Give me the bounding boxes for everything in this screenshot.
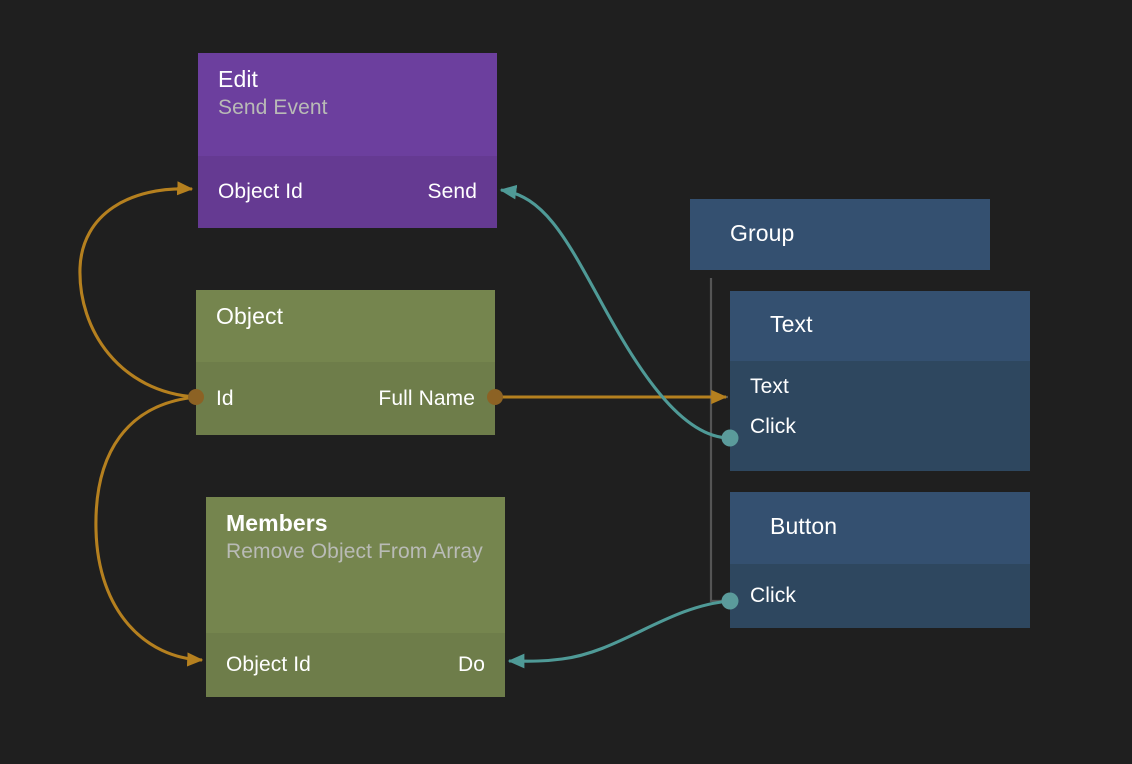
- node-group-title: Group: [730, 219, 795, 246]
- node-text-body: Text Click: [730, 361, 1030, 471]
- port-object-id-label[interactable]: Id: [216, 386, 234, 410]
- port-text-click-label[interactable]: Click: [750, 415, 796, 438]
- node-button-header[interactable]: Button: [730, 492, 1030, 564]
- node-edit-subtitle: Send Event: [218, 95, 328, 119]
- node-text-port-row-click[interactable]: Click: [730, 407, 1030, 447]
- node-text[interactable]: Text Text Click: [730, 291, 1030, 471]
- node-button-port-row-click[interactable]: Click: [730, 564, 1030, 628]
- node-object-header[interactable]: Object: [196, 290, 495, 362]
- node-text-header[interactable]: Text: [730, 291, 1030, 361]
- node-edit[interactable]: Edit Send Event Object Id Send: [198, 53, 497, 228]
- port-members-do-label[interactable]: Do: [457, 653, 485, 676]
- port-object-fullname-label[interactable]: Full Name: [378, 386, 475, 410]
- node-object-body: Id Full Name: [196, 362, 495, 435]
- node-members-title: Members: [226, 510, 328, 536]
- node-object[interactable]: Object Id Full Name: [196, 290, 495, 435]
- node-object-title: Object: [216, 303, 284, 329]
- port-edit-send-label[interactable]: Send: [427, 180, 477, 203]
- node-edit-title: Edit: [218, 66, 259, 92]
- wire-object-id-to-edit-object-id: [78, 181, 197, 399]
- node-members-header[interactable]: Members Remove Object From Array: [206, 497, 505, 633]
- node-edit-body: Object Id Send: [198, 156, 497, 228]
- port-text-text-label[interactable]: Text: [750, 375, 789, 398]
- node-members[interactable]: Members Remove Object From Array Object …: [206, 497, 505, 697]
- node-group-header[interactable]: Group: [690, 199, 990, 270]
- node-button[interactable]: Button Click: [730, 492, 1030, 628]
- node-members-port-row[interactable]: Object Id Do: [206, 633, 505, 697]
- node-group[interactable]: Group: [690, 199, 990, 270]
- node-edit-header[interactable]: Edit Send Event: [198, 53, 497, 156]
- port-edit-object-id-label[interactable]: Object Id: [218, 180, 303, 203]
- port-members-object-id-label[interactable]: Object Id: [226, 653, 311, 676]
- node-text-port-row-text[interactable]: Text: [730, 367, 1030, 407]
- group-hierarchy-connector: [709, 278, 728, 603]
- node-button-title: Button: [770, 513, 838, 540]
- port-button-click-label[interactable]: Click: [750, 584, 796, 607]
- node-text-title: Text: [770, 311, 813, 338]
- node-object-port-row[interactable]: Id Full Name: [196, 362, 495, 435]
- node-edit-port-row[interactable]: Object Id Send: [198, 156, 497, 228]
- wire-object-id-to-members-object-id: [94, 395, 204, 667]
- node-button-body: Click: [730, 564, 1030, 628]
- wire-button-click-to-members-do: [507, 599, 731, 669]
- node-members-subtitle: Remove Object From Array: [226, 539, 483, 563]
- node-members-body: Object Id Do: [206, 633, 505, 697]
